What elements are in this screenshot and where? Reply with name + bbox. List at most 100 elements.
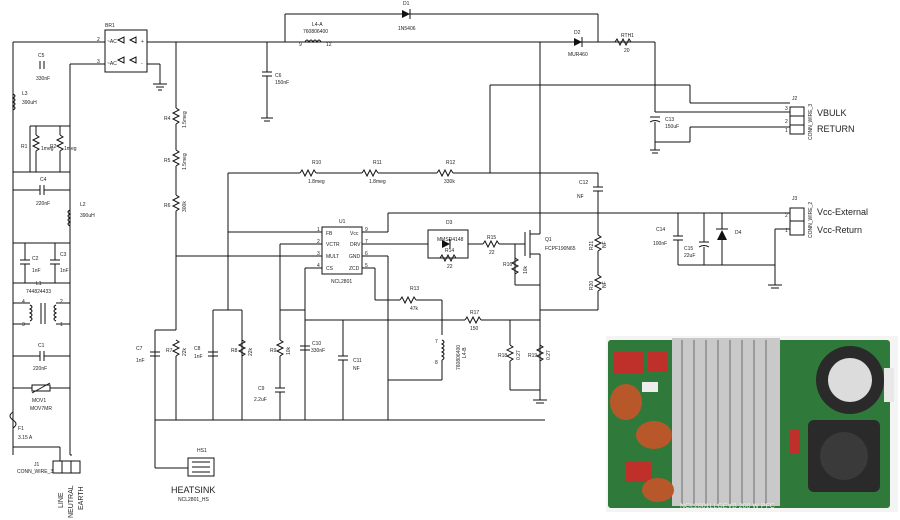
c3-label: C3 — [60, 252, 67, 258]
earth-label: EARTH — [78, 486, 85, 510]
lower-network: C7 1nF R7 22k C8 1nF R8 22k R9 10k C10 3… — [136, 232, 552, 469]
red-connector — [790, 430, 800, 454]
u1-pin7: 7 — [365, 239, 368, 245]
l3-label: L3 — [22, 91, 28, 97]
u1-pin5: 5 — [365, 263, 368, 269]
d2-label: D2 — [574, 30, 581, 36]
pin-cs: CS — [326, 266, 334, 272]
controller-u1: U1 NCL2801 FB VCTR MULT CS Vcc DRV GND Z… — [176, 212, 790, 420]
q1-value: FCPF190N65 — [545, 246, 576, 252]
l1-value: 744824433 — [26, 289, 51, 295]
r12-value: 330k — [444, 179, 455, 185]
vcc-external-section: C14 100nF C15 22uF D4 — [653, 213, 790, 289]
c1-label: C1 — [38, 343, 45, 349]
l4b-pin8: 8 — [435, 360, 438, 366]
r9-label: R9 — [270, 348, 277, 354]
r15-label: R15 — [487, 235, 496, 241]
j2-label: J2 — [792, 96, 798, 102]
r17-value: 150 — [470, 326, 479, 332]
r10-label: R10 — [312, 160, 321, 166]
br1-pin2: 2 — [97, 37, 100, 43]
c6-value: 150nF — [275, 80, 289, 86]
bulk-capacitor-top — [828, 358, 872, 402]
d1-label: D1 — [403, 1, 410, 7]
u1-pin2: 2 — [317, 239, 320, 245]
vcc-return-label: Vcc-Return — [817, 225, 862, 235]
c6-label: C6 — [275, 73, 282, 79]
c3-value: 1nF — [60, 268, 69, 274]
aluminum-heatsink — [672, 338, 780, 506]
br1-plus: + — [141, 39, 144, 45]
r13-value: 47k — [410, 306, 419, 312]
c4-label: C4 — [40, 177, 47, 183]
r19-value: 0.27 — [546, 350, 552, 360]
r11-label: R11 — [373, 160, 382, 166]
inductor-l2: L2 390uH — [67, 202, 95, 227]
mov1-value: MOV7MR — [30, 406, 52, 412]
r15-value: 22 — [489, 250, 495, 256]
r16-label: R16 — [503, 262, 512, 268]
white-component — [642, 382, 658, 392]
d3-label: D3 — [446, 220, 453, 226]
j1-label: J1 — [34, 462, 40, 468]
connector-j2: 3 2 1 J2 CONN_WIRE_3 VBULK RETURN — [785, 96, 855, 140]
capacitor-c12: C12 NF — [577, 173, 603, 235]
r21-value: NF — [602, 241, 608, 248]
l4b-label: L4-B — [462, 347, 468, 358]
emi-inductor-3 — [642, 478, 674, 502]
bulk-capacitor-c13: C13 150uF — [649, 42, 790, 154]
r14-label: R14 — [445, 248, 454, 254]
r9-value: 10k — [286, 346, 292, 355]
connector-j3: 2 1 J3 CONN_WIRE_2 Vcc-External Vcc-Retu… — [785, 196, 868, 238]
l4a-value: 760806400 — [303, 29, 328, 35]
d2-value: MUR460 — [568, 52, 588, 58]
pin-gnd: GND — [349, 254, 361, 260]
neutral-label: NEUTRAL — [68, 485, 75, 518]
board-caption: NCL2801LLGEVB 200 W PFC — [680, 503, 775, 510]
line-label: LINE — [58, 492, 65, 508]
c5-label: C5 — [38, 53, 45, 59]
capacitor-c5: C5 330nF — [36, 53, 50, 82]
u1-pin1: 1 — [317, 227, 320, 233]
mov1-label: MOV1 — [32, 398, 46, 404]
c10-label: C10 — [312, 341, 321, 347]
thermistor-rth1: RTH1 20 — [614, 33, 634, 54]
j3-value: CONN_WIRE_2 — [808, 202, 814, 238]
l2-value: 390uH — [80, 213, 95, 219]
c7-label: C7 — [136, 346, 143, 352]
r2-label: R2 — [50, 144, 57, 150]
l4a-label: L4-A — [312, 22, 323, 28]
r8-label: R8 — [231, 348, 238, 354]
inductor-l3: L3 390uH — [11, 91, 37, 111]
capacitor-c2: C2 1nF — [20, 243, 41, 283]
c8-label: C8 — [194, 346, 201, 352]
j3-pin2: 2 — [785, 213, 788, 219]
c2-label: C2 — [32, 256, 39, 262]
c13-label: C13 — [665, 117, 674, 123]
r7-label: R7 — [166, 348, 173, 354]
r6-label: R6 — [164, 203, 171, 209]
br1-ac1: ~AC — [107, 39, 117, 45]
return-label: RETURN — [817, 124, 855, 134]
vcc-external-label: Vcc-External — [817, 207, 868, 217]
f1-value: 3.15 A — [18, 435, 33, 441]
r10-value: 1.8meg — [308, 179, 325, 185]
c15-label: C15 — [684, 246, 693, 252]
boost-inductor-core — [820, 432, 868, 480]
pin-drv: DRV — [350, 242, 361, 248]
x-capacitor-2 — [648, 352, 668, 372]
r8-value: 22k — [248, 347, 254, 356]
r7-value: 22k — [182, 347, 188, 356]
j1-value: CONN_WIRE_3 — [17, 469, 53, 475]
pin-mult: MULT — [326, 254, 339, 260]
u1-pin9: 9 — [365, 227, 368, 233]
c14-label: C14 — [656, 227, 665, 233]
pin-vctr: VCTR — [326, 242, 340, 248]
connector-j1: J1 CONN_WIRE_3 LINE NEUTRAL EARTH — [13, 446, 85, 518]
r5-value: 1.5meg — [182, 153, 188, 170]
r19-label: R19 — [528, 353, 537, 359]
heatsink-hs1: HS1 HEATSINK NCL2801_HS — [171, 448, 215, 503]
j3-label: J3 — [792, 196, 798, 202]
j2-pin3: 3 — [785, 106, 788, 112]
l1-pin4: 4 — [22, 299, 25, 305]
